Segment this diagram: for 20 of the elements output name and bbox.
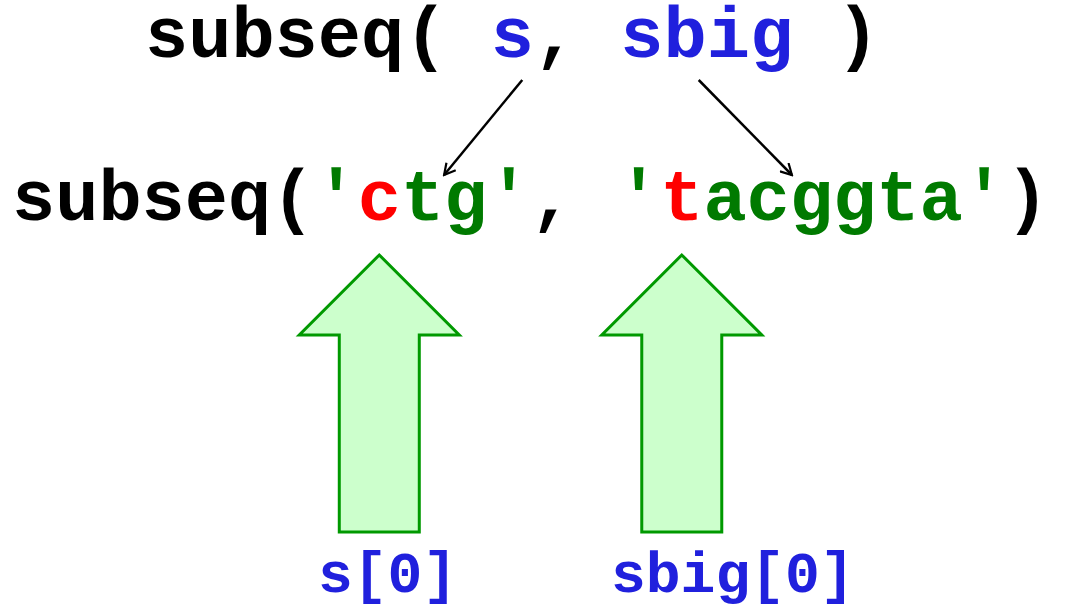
code-text: ): [1005, 165, 1050, 237]
code-text: sbig: [620, 2, 794, 74]
index-label: sbig[0]: [611, 548, 855, 606]
arrow: [697, 79, 794, 177]
code-text: ,: [533, 2, 578, 74]
arrow: [443, 79, 524, 177]
code-text: c: [357, 165, 401, 237]
code-text: ': [616, 165, 661, 237]
code-text: ,: [530, 165, 574, 237]
index-label: s[0]: [318, 548, 458, 606]
code-text: ): [836, 2, 880, 74]
block-arrow: [598, 252, 766, 534]
code-text: tg': [400, 165, 531, 237]
code-text: subseq(: [12, 165, 315, 237]
code-text: t: [660, 165, 704, 237]
block-arrow: [295, 252, 463, 534]
code-text: s: [490, 2, 534, 74]
code-text: acggta': [703, 165, 1006, 237]
code-text: ': [314, 165, 358, 237]
code-text: subseq(: [145, 2, 448, 74]
